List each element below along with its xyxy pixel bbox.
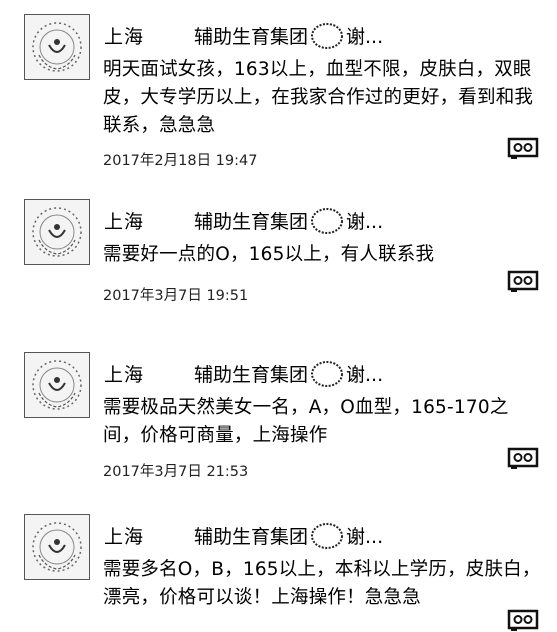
group-name-suffix: 谢... [346, 526, 384, 548]
group-name-prefix: 辅助生育集团 [194, 26, 309, 48]
post-item: 上海 辅助生育集团 谢... 需要极品天然美女一名，A，O血型，165-170之间… [0, 352, 557, 492]
poster-group-name[interactable]: 辅助生育集团 谢... [194, 522, 383, 550]
redaction-blot [311, 23, 344, 49]
comment-icon[interactable] [507, 136, 539, 160]
emblem-avatar-icon[interactable] [24, 14, 90, 80]
group-name-prefix: 辅助生育集团 [194, 364, 309, 386]
group-name-prefix: 辅助生育集团 [194, 211, 309, 233]
group-name-suffix: 谢... [346, 364, 384, 386]
message-text: 需要多名O，B，165以上，本科以上学历，皮肤白，漂亮，价格可以谈！上海操作！急… [103, 559, 541, 608]
poster-location[interactable]: 上海 [104, 211, 145, 233]
comment-icon[interactable] [507, 269, 539, 293]
redaction-blot [311, 523, 344, 549]
poster-group-name[interactable]: 辅助生育集团 谢... [194, 22, 383, 50]
message-text: 需要极品天然美女一名，A，O血型，165-170之间，价格可商量，上海操作 [103, 397, 509, 446]
comment-icon[interactable] [507, 608, 539, 632]
group-name-suffix: 谢... [346, 211, 384, 233]
post-item: 上海 辅助生育集团 谢... 需要好一点的O，165以上，有人联系我 2017年3… [0, 199, 557, 309]
post-item: 上海 辅助生育集团 谢... 明天面试女孩，163以上，血型不限，皮肤白，双眼皮，… [0, 14, 557, 174]
poster-location[interactable]: 上海 [104, 364, 145, 386]
message-text: 明天面试女孩，163以上，血型不限，皮肤白，双眼皮，大专学历以上，在我家合作过的… [103, 59, 534, 136]
message-text: 需要好一点的O，165以上，有人联系我 [103, 244, 435, 265]
poster-location[interactable]: 上海 [104, 526, 145, 548]
post-item: 上海 辅助生育集团 谢... 需要多名O，B，165以上，本科以上学历，皮肤白，漂… [0, 514, 557, 631]
post-timestamp: 2017年2月18日 19:47 [103, 153, 258, 169]
post-timestamp: 2017年3月7日 21:53 [103, 464, 249, 480]
poster-location[interactable]: 上海 [104, 26, 145, 48]
group-name-suffix: 谢... [346, 26, 384, 48]
poster-group-name[interactable]: 辅助生育集团 谢... [194, 207, 383, 235]
emblem-avatar-icon[interactable] [24, 514, 90, 580]
emblem-avatar-icon[interactable] [24, 199, 90, 265]
redaction-blot [311, 208, 344, 234]
group-name-prefix: 辅助生育集团 [194, 526, 309, 548]
comment-icon[interactable] [507, 446, 539, 470]
emblem-avatar-icon[interactable] [24, 352, 90, 418]
post-timestamp: 2017年3月7日 19:51 [103, 288, 249, 304]
poster-group-name[interactable]: 辅助生育集团 谢... [194, 360, 383, 388]
redaction-blot [311, 361, 344, 387]
